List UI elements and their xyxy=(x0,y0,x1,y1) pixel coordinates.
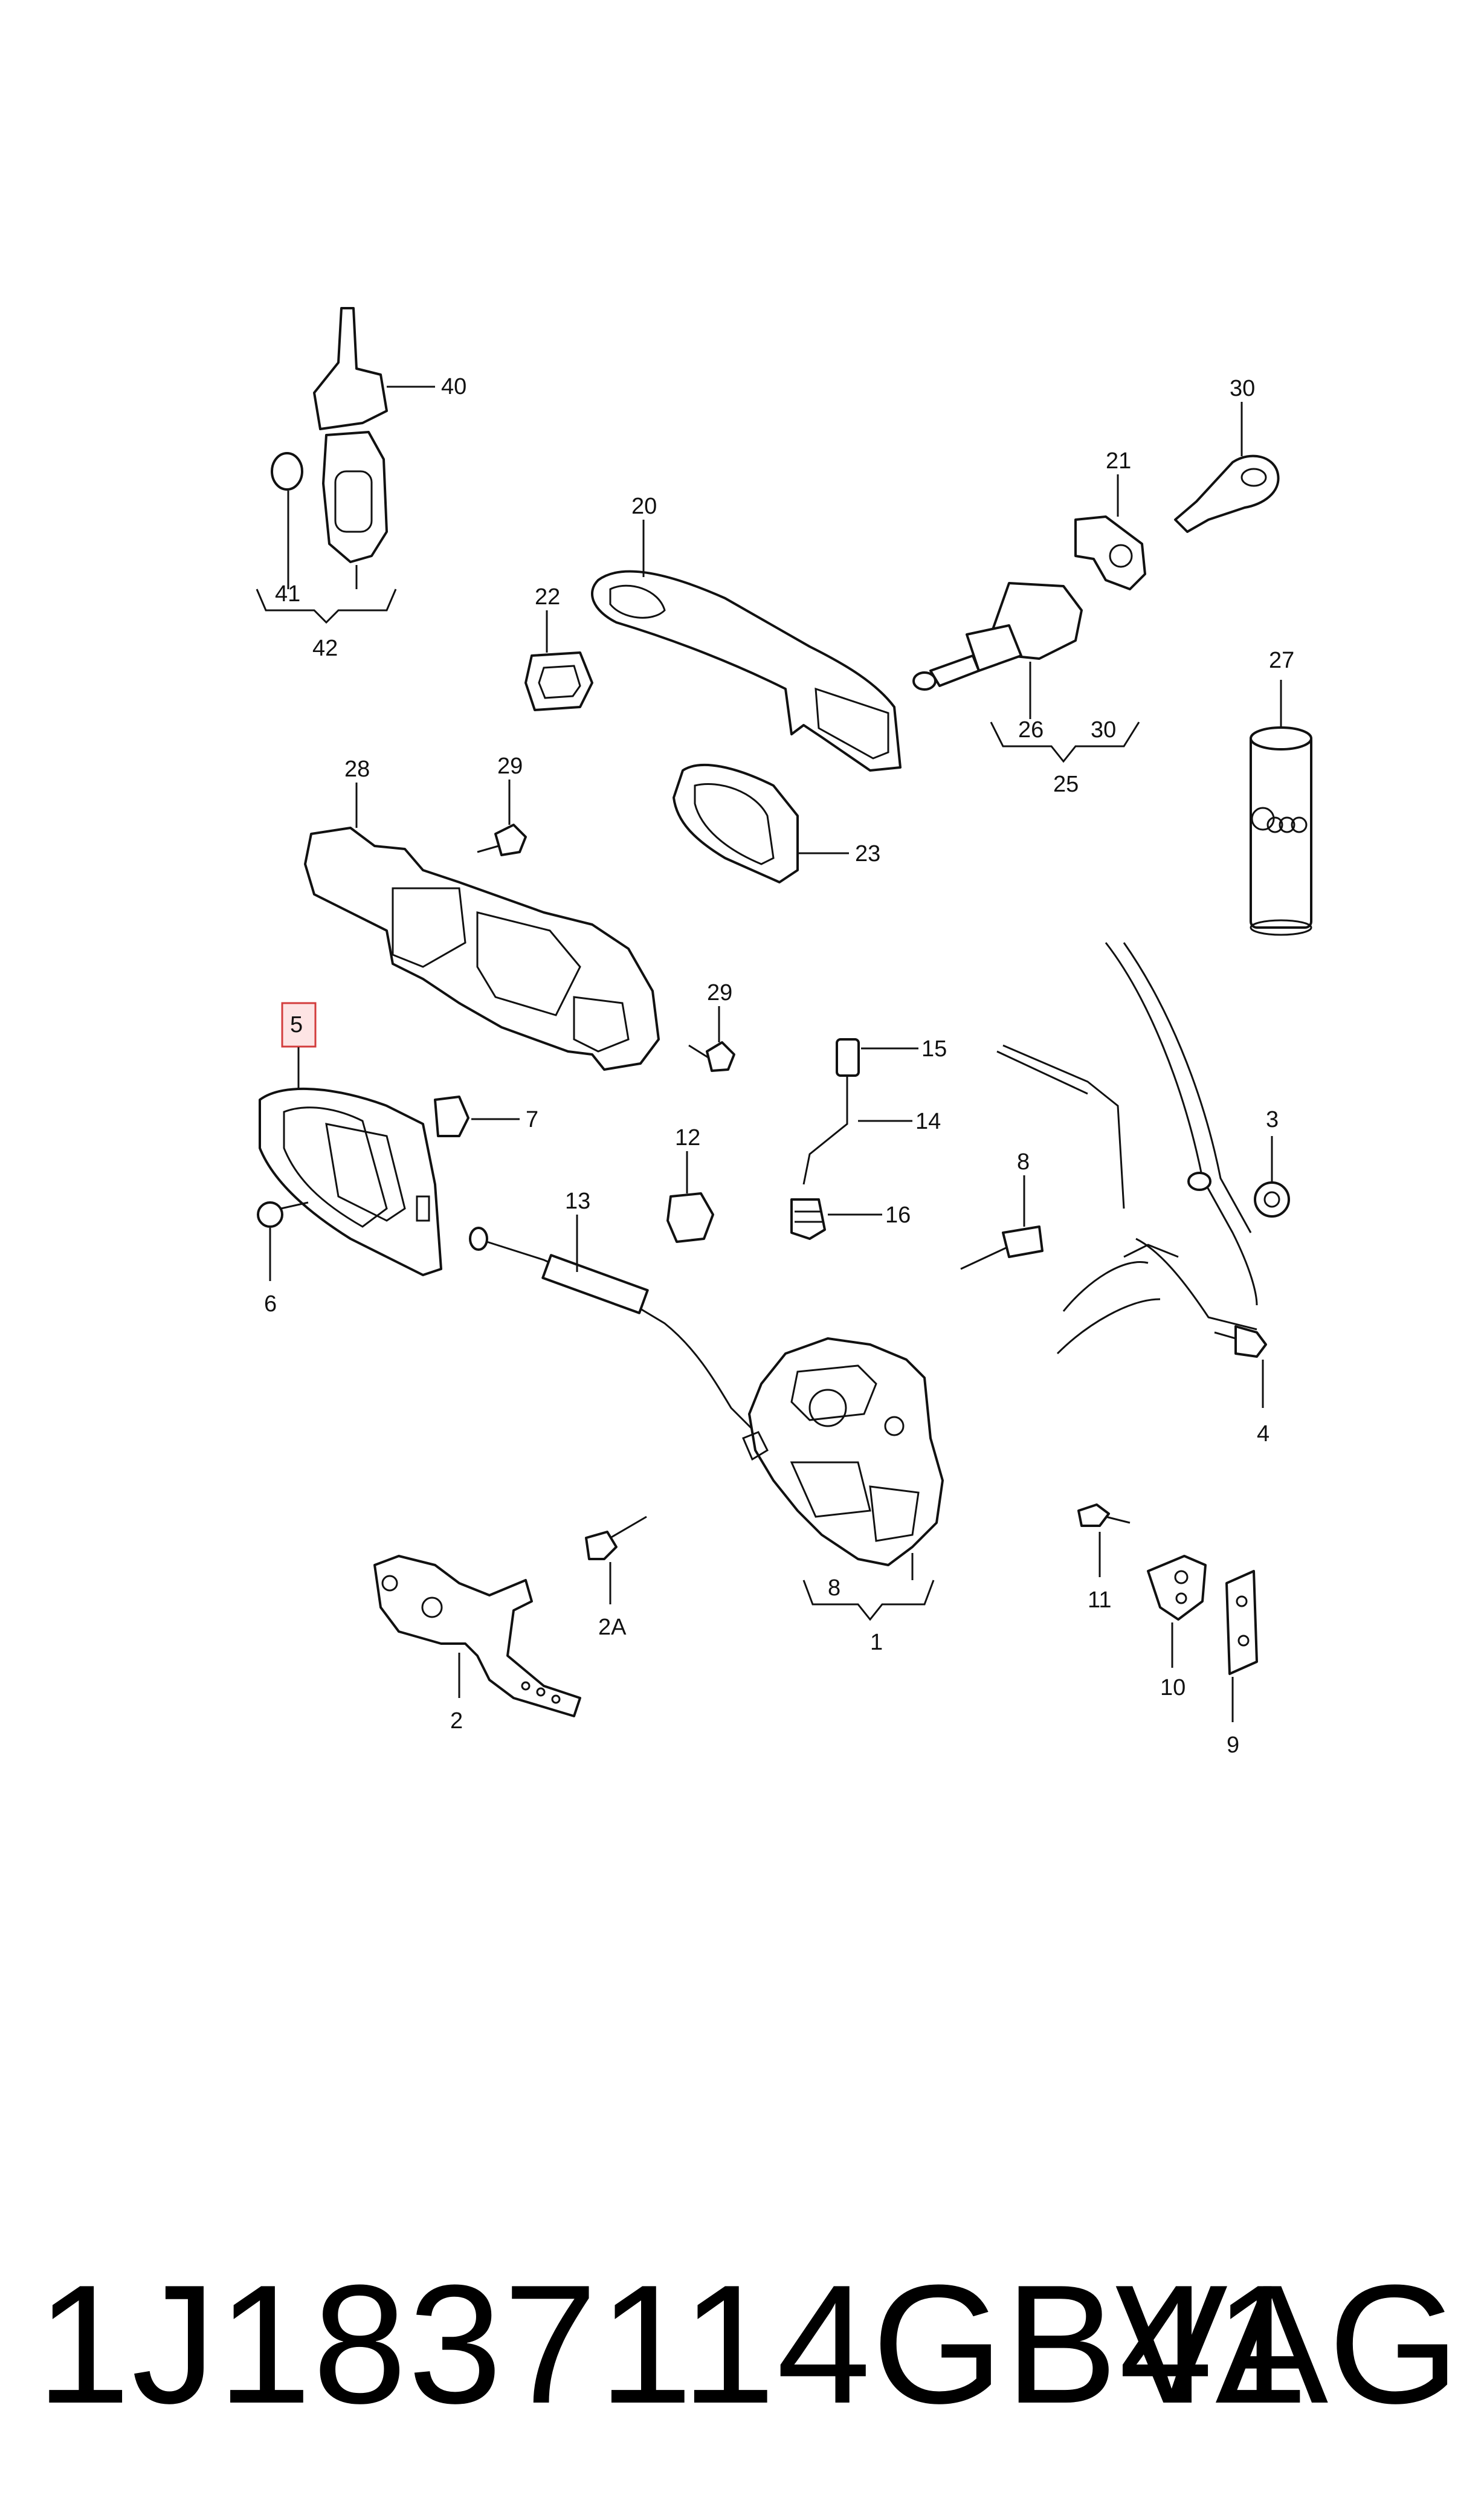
part-number: 1J1837114GB41 xyxy=(36,2250,1309,2439)
callout-5: 5 xyxy=(290,1012,303,1038)
grommet-16-part xyxy=(790,1198,826,1240)
callout-13: 13 xyxy=(565,1189,590,1214)
bolt-right-part xyxy=(688,1041,735,1072)
callout-27: 27 xyxy=(1269,648,1294,673)
handle-carrier-part xyxy=(304,827,660,1071)
lock-cover-part xyxy=(1074,515,1146,590)
handle-cap-part xyxy=(524,651,593,711)
plate-9-part xyxy=(1225,1570,1258,1675)
callout-2A: 2A xyxy=(598,1615,627,1640)
pin-2A-part xyxy=(585,1516,647,1560)
clip-12-part xyxy=(666,1192,714,1243)
outer-door-handle-part xyxy=(591,570,902,772)
pin-15-part xyxy=(836,1038,860,1077)
nut-3-part xyxy=(1254,1181,1290,1218)
callout-29b: 29 xyxy=(707,980,732,1006)
callout-40: 40 xyxy=(441,374,466,399)
clip-part xyxy=(434,1096,469,1137)
cable-13-part xyxy=(469,1227,757,1433)
lubricant-can-part xyxy=(1250,726,1312,936)
interior-door-handle-part xyxy=(259,1087,442,1276)
callout-20: 20 xyxy=(631,494,657,519)
sensor-8-part xyxy=(960,1225,1044,1270)
callout-2: 2 xyxy=(450,1708,463,1734)
callout-9: 9 xyxy=(1227,1732,1239,1758)
callout-7: 7 xyxy=(526,1107,538,1132)
callout-25: 25 xyxy=(1053,772,1079,797)
callout-28: 28 xyxy=(344,757,370,782)
callout-29a: 29 xyxy=(497,754,523,779)
door-lock-part xyxy=(742,1337,944,1566)
ignition-key-part xyxy=(1174,454,1280,533)
rod-14-part xyxy=(802,1076,848,1185)
callout-21: 21 xyxy=(1106,448,1131,474)
callout-3: 3 xyxy=(1266,1107,1279,1132)
door-frame-outline xyxy=(996,942,1258,1355)
handle-gasket-part xyxy=(673,763,799,883)
callout-12: 12 xyxy=(675,1125,700,1151)
brand-name: VAG xyxy=(1115,2250,1460,2439)
callout-11: 11 xyxy=(1088,1587,1111,1613)
highlight-box-5 xyxy=(281,1002,317,1048)
callout-42: 42 xyxy=(312,636,338,661)
screw-4-part xyxy=(1214,1325,1267,1358)
callout-14: 14 xyxy=(915,1109,941,1134)
callout-23: 23 xyxy=(855,841,880,867)
callout-10: 10 xyxy=(1160,1675,1186,1700)
callout-22: 22 xyxy=(535,584,560,610)
bracket-2-part xyxy=(373,1555,581,1717)
screw-6-part xyxy=(257,1201,309,1228)
callout-26: 26 xyxy=(1018,717,1044,743)
callout-8b: 8 xyxy=(828,1575,840,1601)
striker-10-part xyxy=(1147,1555,1207,1621)
callout-6: 6 xyxy=(264,1291,277,1317)
bolt-top-part xyxy=(477,824,527,856)
callout-15: 15 xyxy=(921,1036,947,1062)
callout-41: 41 xyxy=(275,581,300,607)
bolt-11-part xyxy=(1077,1503,1131,1527)
lock-cylinder-part xyxy=(912,582,1083,691)
remote-key-part xyxy=(271,307,388,563)
callout-4: 4 xyxy=(1257,1421,1269,1447)
callout-8a: 8 xyxy=(1017,1149,1030,1175)
callout-16: 16 xyxy=(885,1203,911,1228)
callout-1: 1 xyxy=(870,1630,883,1655)
callout-30b: 30 xyxy=(1091,717,1116,743)
callout-30a: 30 xyxy=(1230,376,1255,401)
